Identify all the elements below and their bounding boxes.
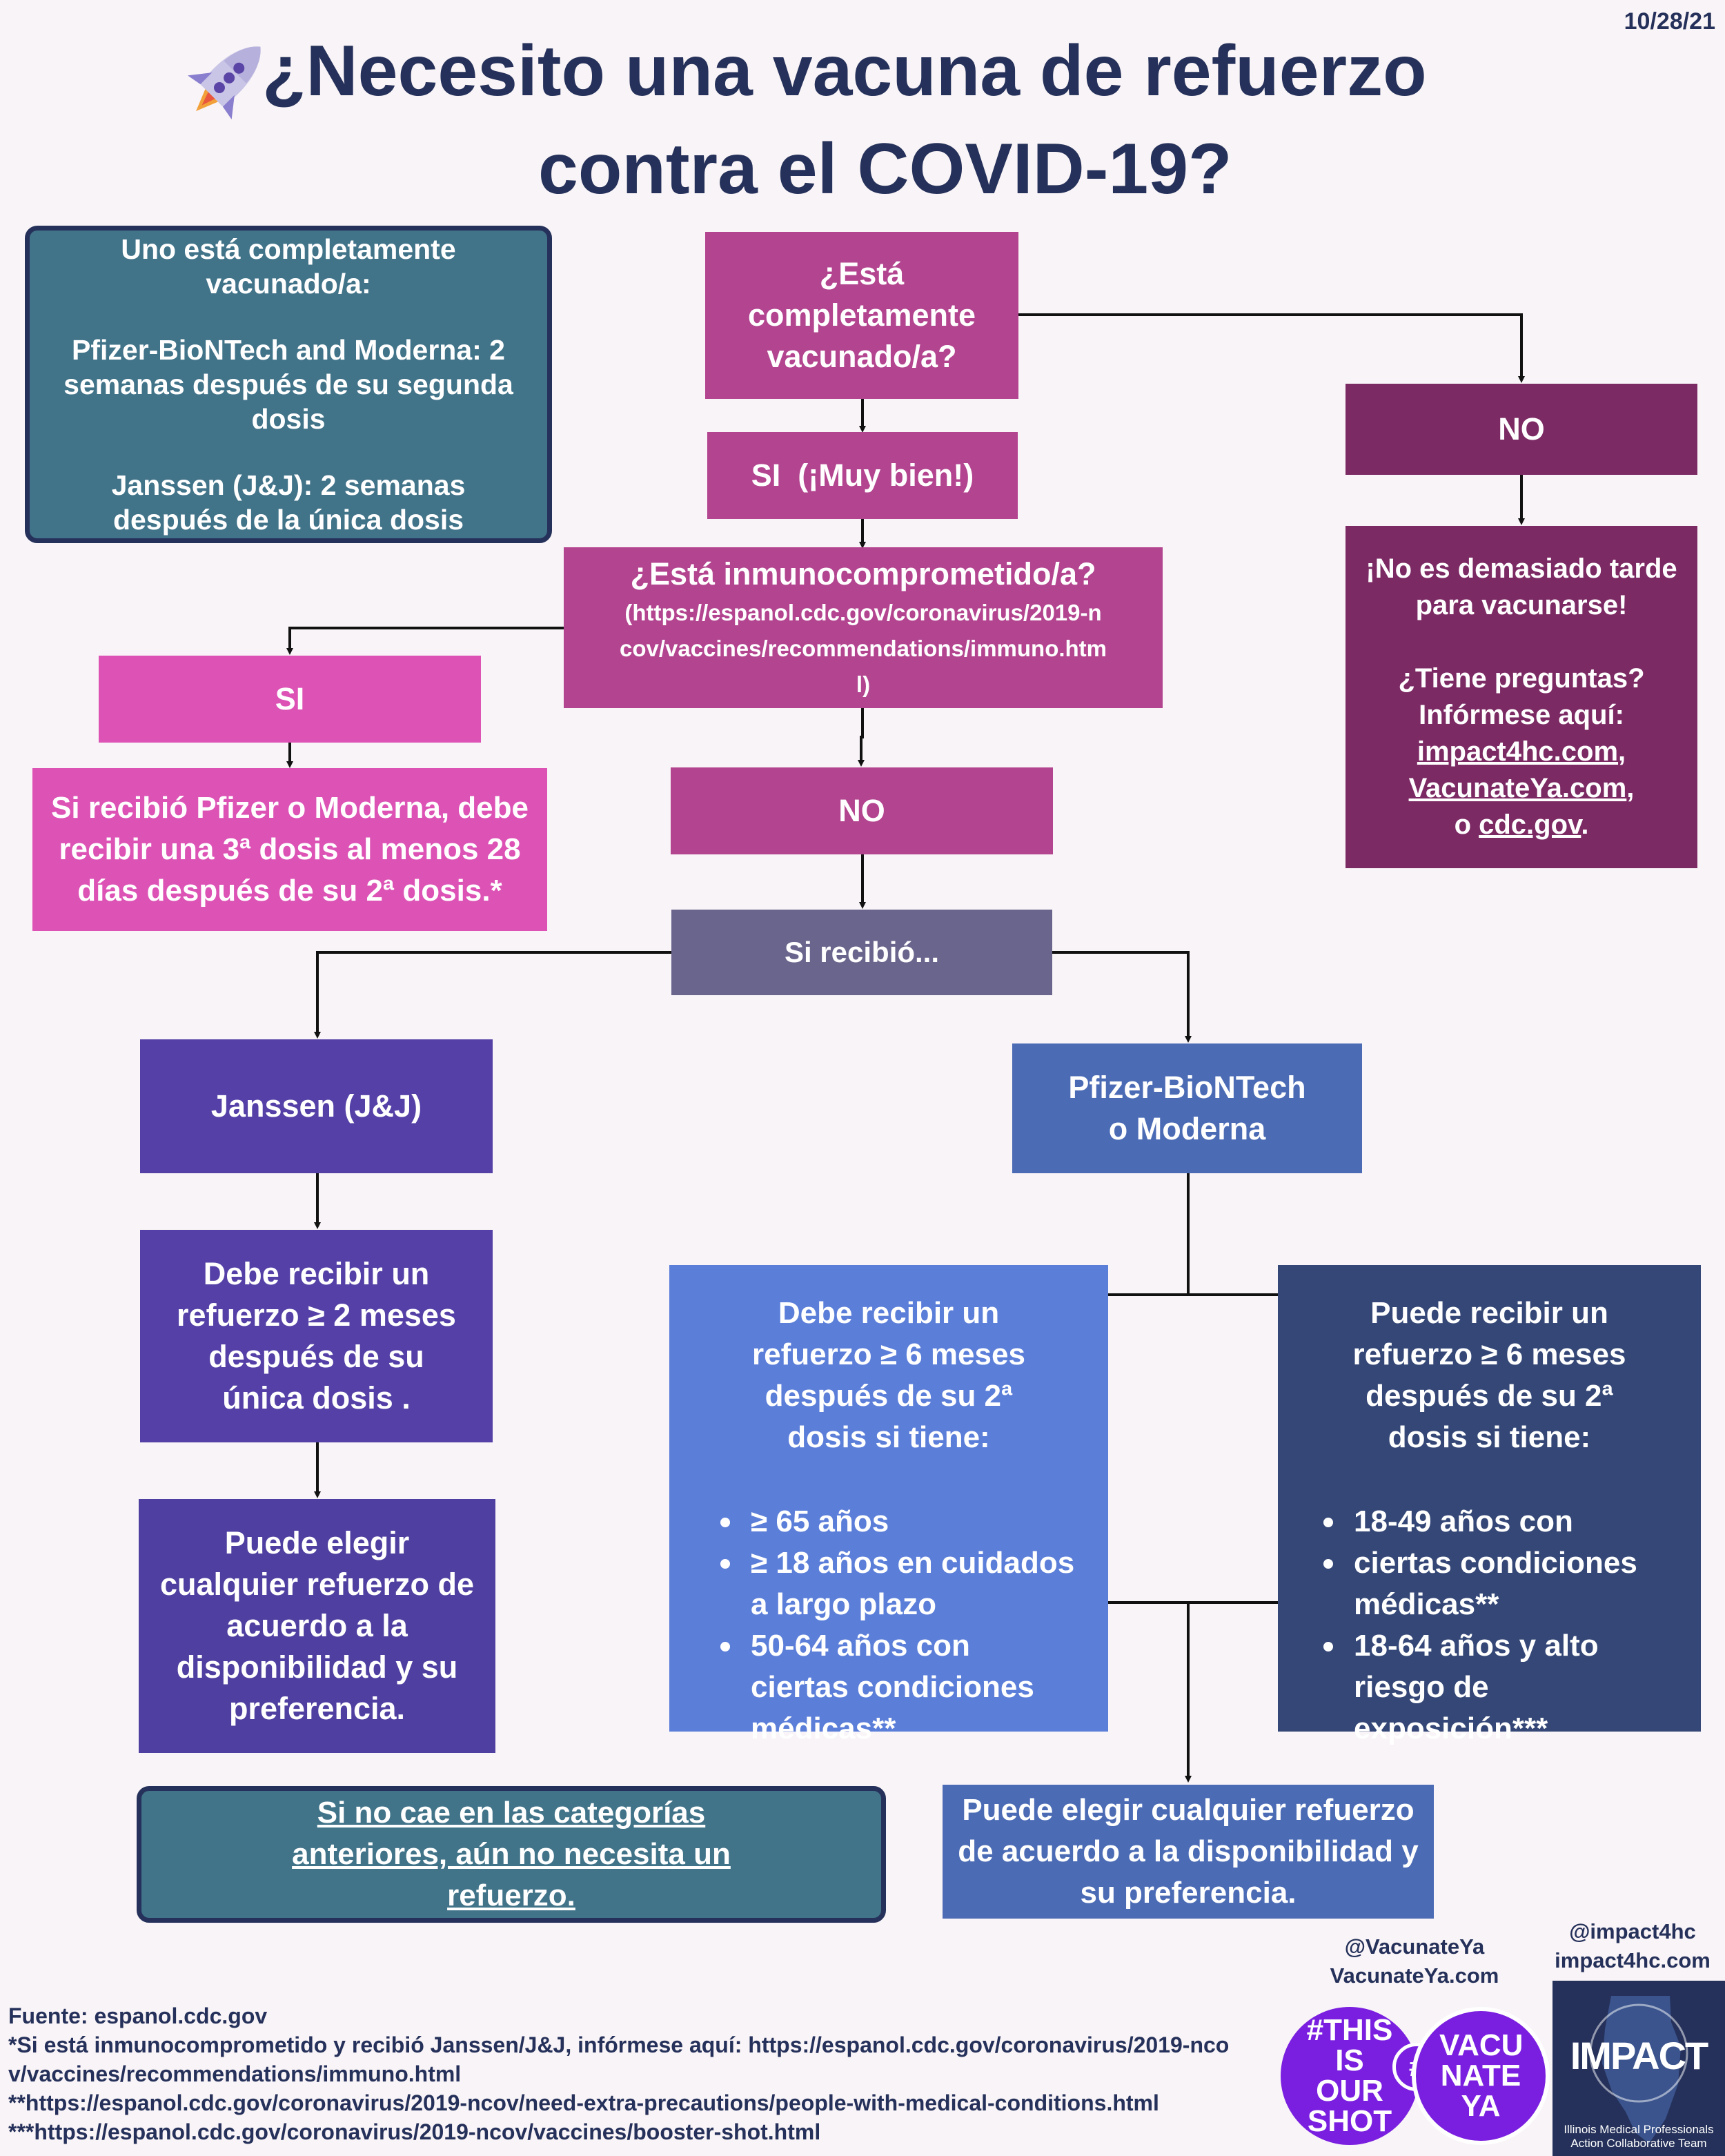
- definition-pfizer: Pfizer-BioNTech and Moderna: 2 semanas d…: [63, 334, 513, 435]
- footer-note-3: ***https://espanol.cdc.gov/coronavirus/2…: [8, 2119, 821, 2144]
- vacunateya-social: @VacunateYa VacunateYa.com: [1297, 1932, 1532, 1990]
- arrow-immuno-to-no: [858, 708, 865, 767]
- list-item: 50-64 años con ciertas condiciones médic…: [716, 1625, 1075, 1750]
- answer-no-immuno-text: NO: [838, 793, 885, 828]
- may-booster-intro: Puede recibir un refuerzo ≥ 6 meses desp…: [1352, 1296, 1626, 1454]
- si-recibio-text: Si recibió...: [784, 936, 940, 968]
- list-item: 18-49 años con: [1319, 1501, 1687, 1542]
- janssen-text: Janssen (J&J): [210, 1088, 422, 1124]
- list-item: ≥ 65 años: [716, 1501, 1075, 1542]
- third-dose-box: Si recibió Pfizer o Moderna, debe recibi…: [32, 768, 547, 931]
- janssen-booster-box: Debe recibir un refuerzo ≥ 2 meses despu…: [140, 1230, 493, 1442]
- not-needed-box: Si no cae en las categorías anteriores, …: [137, 1786, 886, 1923]
- question-immunocompromised: ¿Está inmunocomprometido/a? (https://esp…: [564, 547, 1163, 708]
- janssen-choice-box: Puede elegir cualquier refuerzo de acuer…: [139, 1499, 495, 1753]
- footer-sources: Fuente: espanol.cdc.gov *Si está inmunoc…: [8, 2001, 1236, 2146]
- impact4hc-link[interactable]: impact4hc.com: [1417, 736, 1619, 767]
- list-item: ≥ 18 años en cuidados a largo plazo: [716, 1542, 1075, 1625]
- list-item: 18-64 años y alto riesgo de exposición**…: [1319, 1625, 1687, 1750]
- question-vaccinated-text: ¿Está completamente vacunado/a?: [747, 256, 976, 374]
- immuno-url-text: (https://espanol.cdc.gov/coronavirus/201…: [619, 599, 1107, 697]
- definition-box: Uno está completamente vacunado/a: Pfize…: [25, 226, 552, 543]
- si-recibio-box: Si recibió...: [671, 910, 1052, 995]
- third-dose-text: Si recibió Pfizer o Moderna, debe recibi…: [51, 791, 529, 908]
- arrow-vaccinated-to-no: [1018, 313, 1525, 383]
- may-booster-list: 18-49 años con ciertas condiciones médic…: [1292, 1501, 1687, 1750]
- vacunate-ya-logo: VACU NATE YA: [1412, 2007, 1550, 2145]
- janssen-choice-text: Puede elegir cualquier refuerzo de acuer…: [159, 1525, 475, 1726]
- answer-no-vaccinated: NO: [1346, 384, 1697, 475]
- vacunateya-site: VacunateYa.com: [1330, 1963, 1499, 1988]
- rocket-icon: [176, 28, 279, 131]
- vacunate-ya-text: VACU NATE YA: [1439, 2028, 1524, 2123]
- impact-site: impact4hc.com: [1555, 1948, 1711, 1972]
- answer-yes-immuno-text: SI: [275, 681, 305, 716]
- impact-logo: IMPACT Illinois Medical Professionals Ac…: [1552, 1981, 1725, 2156]
- list-item: ciertas condiciones médicas**: [1319, 1542, 1687, 1625]
- arrow-to-pfizer: [1052, 951, 1192, 1043]
- questions-text: ¿Tiene preguntas? Infórmese aquí:: [1398, 663, 1645, 730]
- cdc-link[interactable]: cdc.gov: [1479, 810, 1581, 840]
- not-too-late-text: ¡No es demasiado tarde para vacunarse!: [1366, 553, 1677, 620]
- pfizer-choice-text: Puede elegir cualquier refuerzo de acuer…: [958, 1793, 1419, 1910]
- pfizer-moderna-box: Pfizer-BioNTech o Moderna: [1012, 1043, 1362, 1173]
- answer-yes-immuno: SI: [99, 656, 481, 743]
- impact-subtitle: Illinois Medical Professionals Action Co…: [1564, 2123, 1714, 2150]
- definition-janssen: Janssen (J&J): 2 semanas después de la ú…: [111, 469, 466, 536]
- janssen-booster-text: Debe recibir un refuerzo ≥ 2 meses despu…: [177, 1256, 456, 1415]
- footer-note-1: *Si está inmunocomprometido y recibió Ja…: [8, 2032, 1230, 2086]
- vacunateya-handle: @VacunateYa: [1344, 1934, 1485, 1959]
- definition-heading: Uno está completamente vacunado/a:: [121, 233, 456, 300]
- answer-yes-vaccinated: SI (¡Muy bien!): [707, 432, 1018, 519]
- arrow-immuno-to-si: [286, 627, 564, 655]
- not-needed-text: Si no cae en las categorías anteriores, …: [292, 1796, 731, 1912]
- must-booster-list: ≥ 65 años ≥ 18 años en cuidados a largo …: [702, 1501, 1075, 1750]
- not-too-late-box: ¡No es demasiado tarde para vacunarse! ¿…: [1346, 526, 1697, 868]
- vacunateya-link[interactable]: VacunateYa.com: [1408, 773, 1627, 803]
- impact-text: IMPACT: [1570, 2034, 1709, 2077]
- janssen-box: Janssen (J&J): [140, 1039, 493, 1173]
- footer-source: Fuente: espanol.cdc.gov: [8, 2003, 268, 2028]
- footer-note-2: **https://espanol.cdc.gov/coronavirus/20…: [8, 2090, 1159, 2115]
- page-title: ¿Necesito una vacuna de refuerzo contra …: [262, 22, 1546, 218]
- or-text: o: [1454, 810, 1471, 840]
- pfizer-moderna-text: Pfizer-BioNTech o Moderna: [1068, 1070, 1306, 1146]
- this-is-our-shot-logo: #THIS IS OUR SHOT: [1281, 2007, 1419, 2145]
- answer-yes-text: SI (¡Muy bien!): [751, 458, 974, 493]
- answer-no-immuno: NO: [671, 767, 1053, 854]
- title-line-1: ¿Necesito una vacuna de refuerzo: [262, 31, 1427, 111]
- must-booster-intro: Debe recibir un refuerzo ≥ 6 meses despu…: [752, 1296, 1025, 1454]
- title-line-2: contra el COVID-19?: [538, 129, 1232, 209]
- impact-handle: @impact4hc: [1569, 1919, 1696, 1943]
- pfizer-choice-box: Puede elegir cualquier refuerzo de acuer…: [943, 1785, 1434, 1919]
- must-booster-box: Debe recibir un refuerzo ≥ 6 meses despu…: [669, 1265, 1108, 1745]
- impact-social: @impact4hc impact4hc.com: [1543, 1917, 1722, 1975]
- question-vaccinated: ¿Está completamente vacunado/a?: [705, 232, 1018, 399]
- may-booster-box: Puede recibir un refuerzo ≥ 6 meses desp…: [1278, 1265, 1701, 1745]
- illinois-map-icon: [1589, 1996, 1688, 2144]
- answer-no-text: NO: [1498, 411, 1545, 447]
- date-label: 10/28/21: [1624, 8, 1715, 35]
- this-is-our-shot-text: #THIS IS OUR SHOT: [1306, 2013, 1393, 2138]
- immuno-question-text: ¿Está inmunocomprometido/a?: [630, 556, 1096, 591]
- arrow-to-janssen: [314, 951, 671, 1039]
